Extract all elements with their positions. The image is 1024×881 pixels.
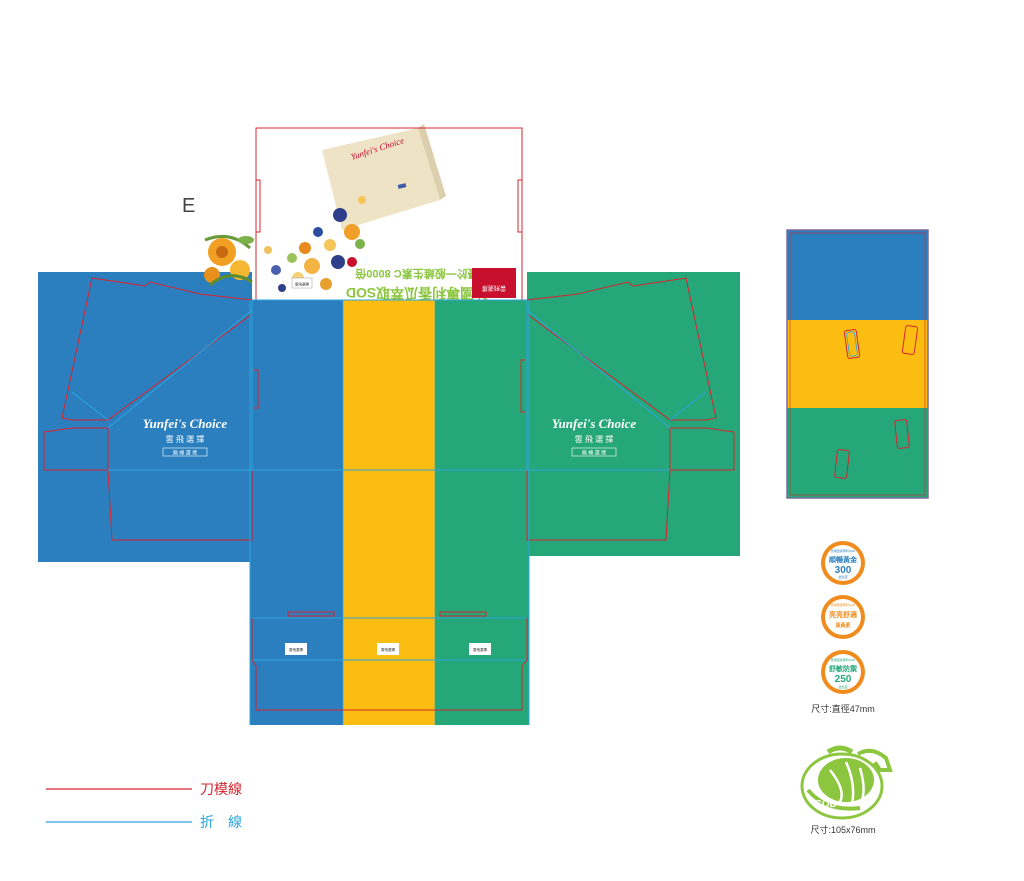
badge-3-num: 250 (835, 674, 852, 685)
seeds-illustration (264, 196, 366, 292)
badge-2-small: 葉黃素 (834, 622, 850, 629)
badge-1-small: 益生菌 (838, 574, 847, 579)
center-yellow-panel (343, 300, 435, 725)
badge-3-top: 雲飛選擇專利SOD (831, 657, 856, 662)
bottom-label-green (469, 643, 491, 655)
bottom-label-yellow-text: 雲飛選擇 (381, 647, 395, 652)
center-green-panel (435, 300, 529, 725)
right-tagline: 簡 樸 選 擇 (582, 450, 606, 457)
top-red-label (472, 268, 516, 298)
bottom-label-green-text: 雲飛選擇 (473, 647, 487, 652)
legend-fold-label: 折 線 (200, 814, 242, 830)
bottom-label-blue (285, 643, 307, 655)
left-chinese-name: 雲 飛 選 擇 (166, 434, 205, 444)
badge-1: 雲飛選擇專利SOD 順暢黃金 300 益生菌 (821, 541, 865, 585)
top-flap-headline: 法國專利香瓜萃取SOD (346, 285, 488, 301)
bottom-label-blue-text: 雲飛選擇 (289, 647, 303, 652)
product-bag-illustration: Yunfei's Choice (322, 124, 446, 230)
badge-3: 雲飛選擇專利SOD 舒敏防禦 250 益生菌 (821, 650, 865, 694)
badge-2-top: 雲飛選擇專利SOD (831, 602, 856, 607)
top-red-label-text: 雲飛選擇 (482, 284, 506, 292)
badge-3-small: 益生菌 (838, 684, 847, 689)
top-white-label (291, 277, 313, 289)
badge-1-num: 300 (835, 565, 852, 576)
flower-illustration (204, 234, 254, 287)
center-body-dieline (249, 299, 530, 725)
legend: 刀模線 折 線 (46, 781, 242, 830)
badge-size-caption: 尺寸:直徑47mm (811, 703, 875, 714)
badge-1-main: 順暢黃金 (829, 555, 858, 564)
right-side-dieline: Yunfei's Choice 雲 飛 選 擇 簡 樸 選 擇 (526, 277, 735, 541)
right-chinese-name: 雲 飛 選 擇 (575, 434, 614, 444)
top-flap: Yunfei's Choice 雲飛選擇 法國專利香瓜萃取SO (204, 124, 527, 301)
top-white-label-text: 雲飛選擇 (295, 282, 309, 287)
legend-cut-label: 刀模線 (200, 781, 242, 797)
badge-2-main: 亮亮舒適 (829, 610, 857, 619)
right-logo-script: Yunfei's Choice (552, 416, 637, 431)
sod-logo-text: SOD (815, 799, 837, 810)
left-side-panel (38, 272, 252, 562)
small-box-preview (786, 229, 929, 499)
top-flap-subline: 優於一般維生素C 8000倍 (355, 267, 479, 281)
center-blue-panel (250, 300, 343, 725)
sod-melon-logo: SOD (800, 745, 893, 820)
badge-3-main: 舒敏防禦 (829, 664, 857, 673)
bottom-label-yellow (377, 643, 399, 655)
corner-letter: E (182, 195, 195, 217)
badge-1-top: 雲飛選擇專利SOD (831, 548, 856, 553)
left-side-dieline: Yunfei's Choice 雲 飛 選 擇 簡 樸 選 擇 (43, 277, 253, 541)
left-logo-script: Yunfei's Choice (143, 416, 228, 431)
left-tagline: 簡 樸 選 擇 (173, 450, 197, 457)
badge-2: 雲飛選擇專利SOD 亮亮舒適 葉黃素 (821, 595, 865, 639)
sod-size-caption: 尺寸:105x76mm (810, 824, 875, 835)
right-side-panel (527, 272, 740, 556)
